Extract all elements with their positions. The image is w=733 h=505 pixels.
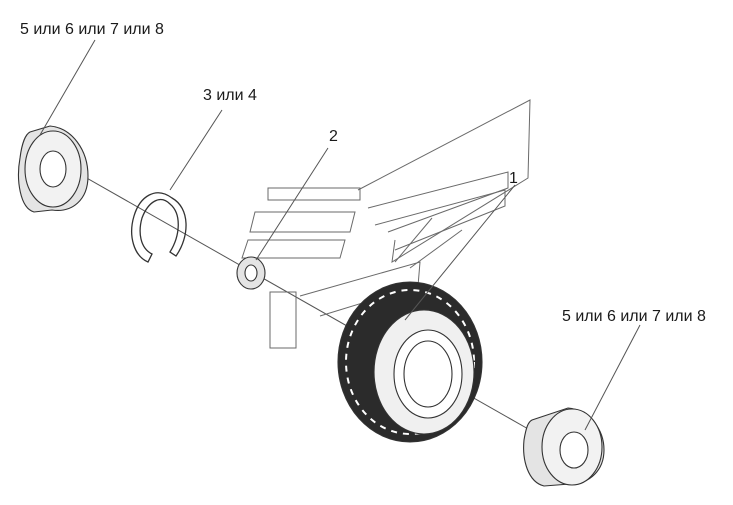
snap-ring bbox=[131, 192, 187, 263]
leader-lines bbox=[39, 39, 641, 431]
right-bearing bbox=[523, 407, 605, 487]
callout-left-bearing: 5 или 6 или 7 или 8 bbox=[20, 21, 164, 38]
spacer-washer bbox=[236, 256, 266, 290]
callout-right-bearing: 5 или 6 или 7 или 8 bbox=[562, 308, 706, 325]
left-bearing bbox=[17, 125, 89, 213]
callout-wheel: 1 bbox=[509, 170, 518, 187]
bracket-outline bbox=[241, 99, 531, 349]
callout-snap-ring: 3 или 4 bbox=[203, 87, 257, 104]
wheel-tire bbox=[337, 281, 483, 443]
callout-spacer: 2 bbox=[329, 128, 338, 145]
